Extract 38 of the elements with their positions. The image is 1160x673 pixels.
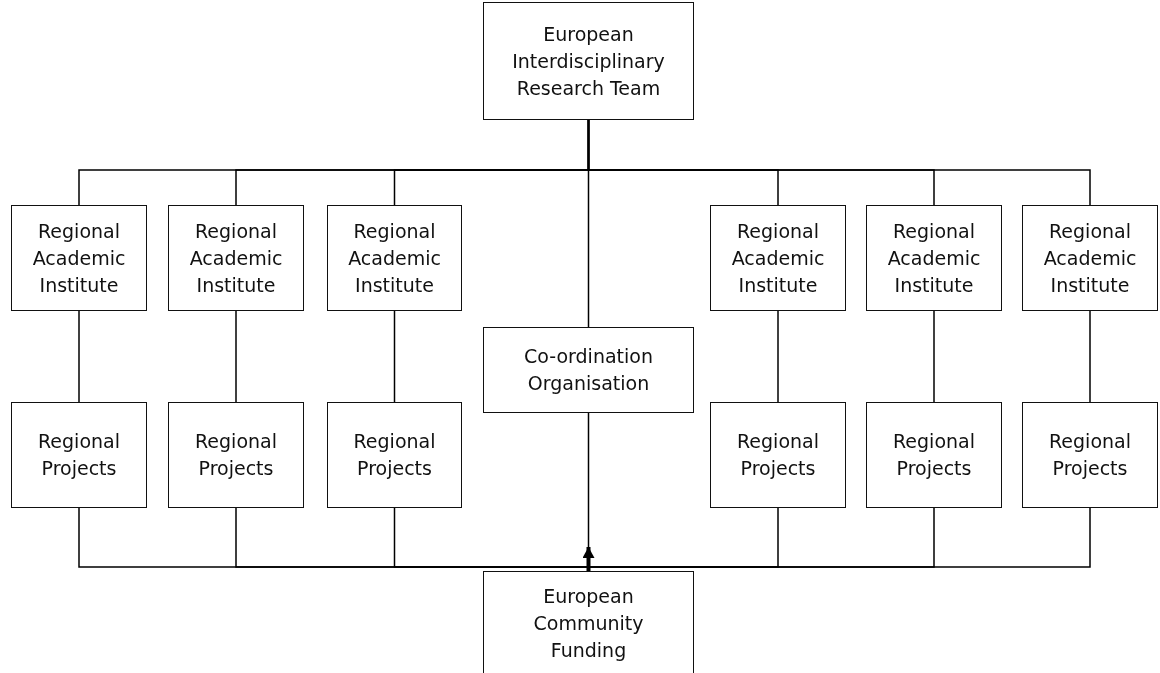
box-label: Regional Academic Institute [1042,218,1138,298]
org-box [483,327,694,413]
box-label: Regional Academic Institute [730,218,826,298]
box-label: Co-ordination Organisation [523,344,654,396]
connector-line [587,119,1091,206]
box-label: European Community Funding [532,583,645,663]
connector-line [1089,310,1091,403]
org-box [1022,402,1158,508]
org-box [327,402,462,508]
box-label: Regional Academic Institute [347,218,442,298]
box-label: Regional Projects [892,429,976,481]
org-box [1022,205,1158,311]
box-label: Regional Projects [352,429,437,481]
box-label: Regional Academic Institute [188,218,284,298]
connector-line [777,310,779,403]
org-box [11,402,147,508]
org-box [710,402,846,508]
arrow [582,547,595,571]
org-box [168,205,304,311]
connector-line [78,310,80,403]
org-box [168,402,304,508]
box-label: Regional Projects [736,429,820,481]
org-box [327,205,462,311]
box-label: Regional Academic Institute [31,218,127,298]
org-box [483,2,694,120]
org-box [483,571,694,673]
box-label: Regional Projects [194,429,278,481]
org-box [11,205,147,311]
box-label: Regional Projects [37,429,121,481]
box-label: European Interdisciplinary Research Team [511,21,666,101]
box-label: Regional Academic Institute [886,218,982,298]
connector-line [393,310,396,403]
connector-line [933,310,935,403]
org-box [866,205,1002,311]
connector-line [235,310,237,403]
box-label: Regional Projects [1048,429,1132,481]
org-box [866,402,1002,508]
org-box [710,205,846,311]
